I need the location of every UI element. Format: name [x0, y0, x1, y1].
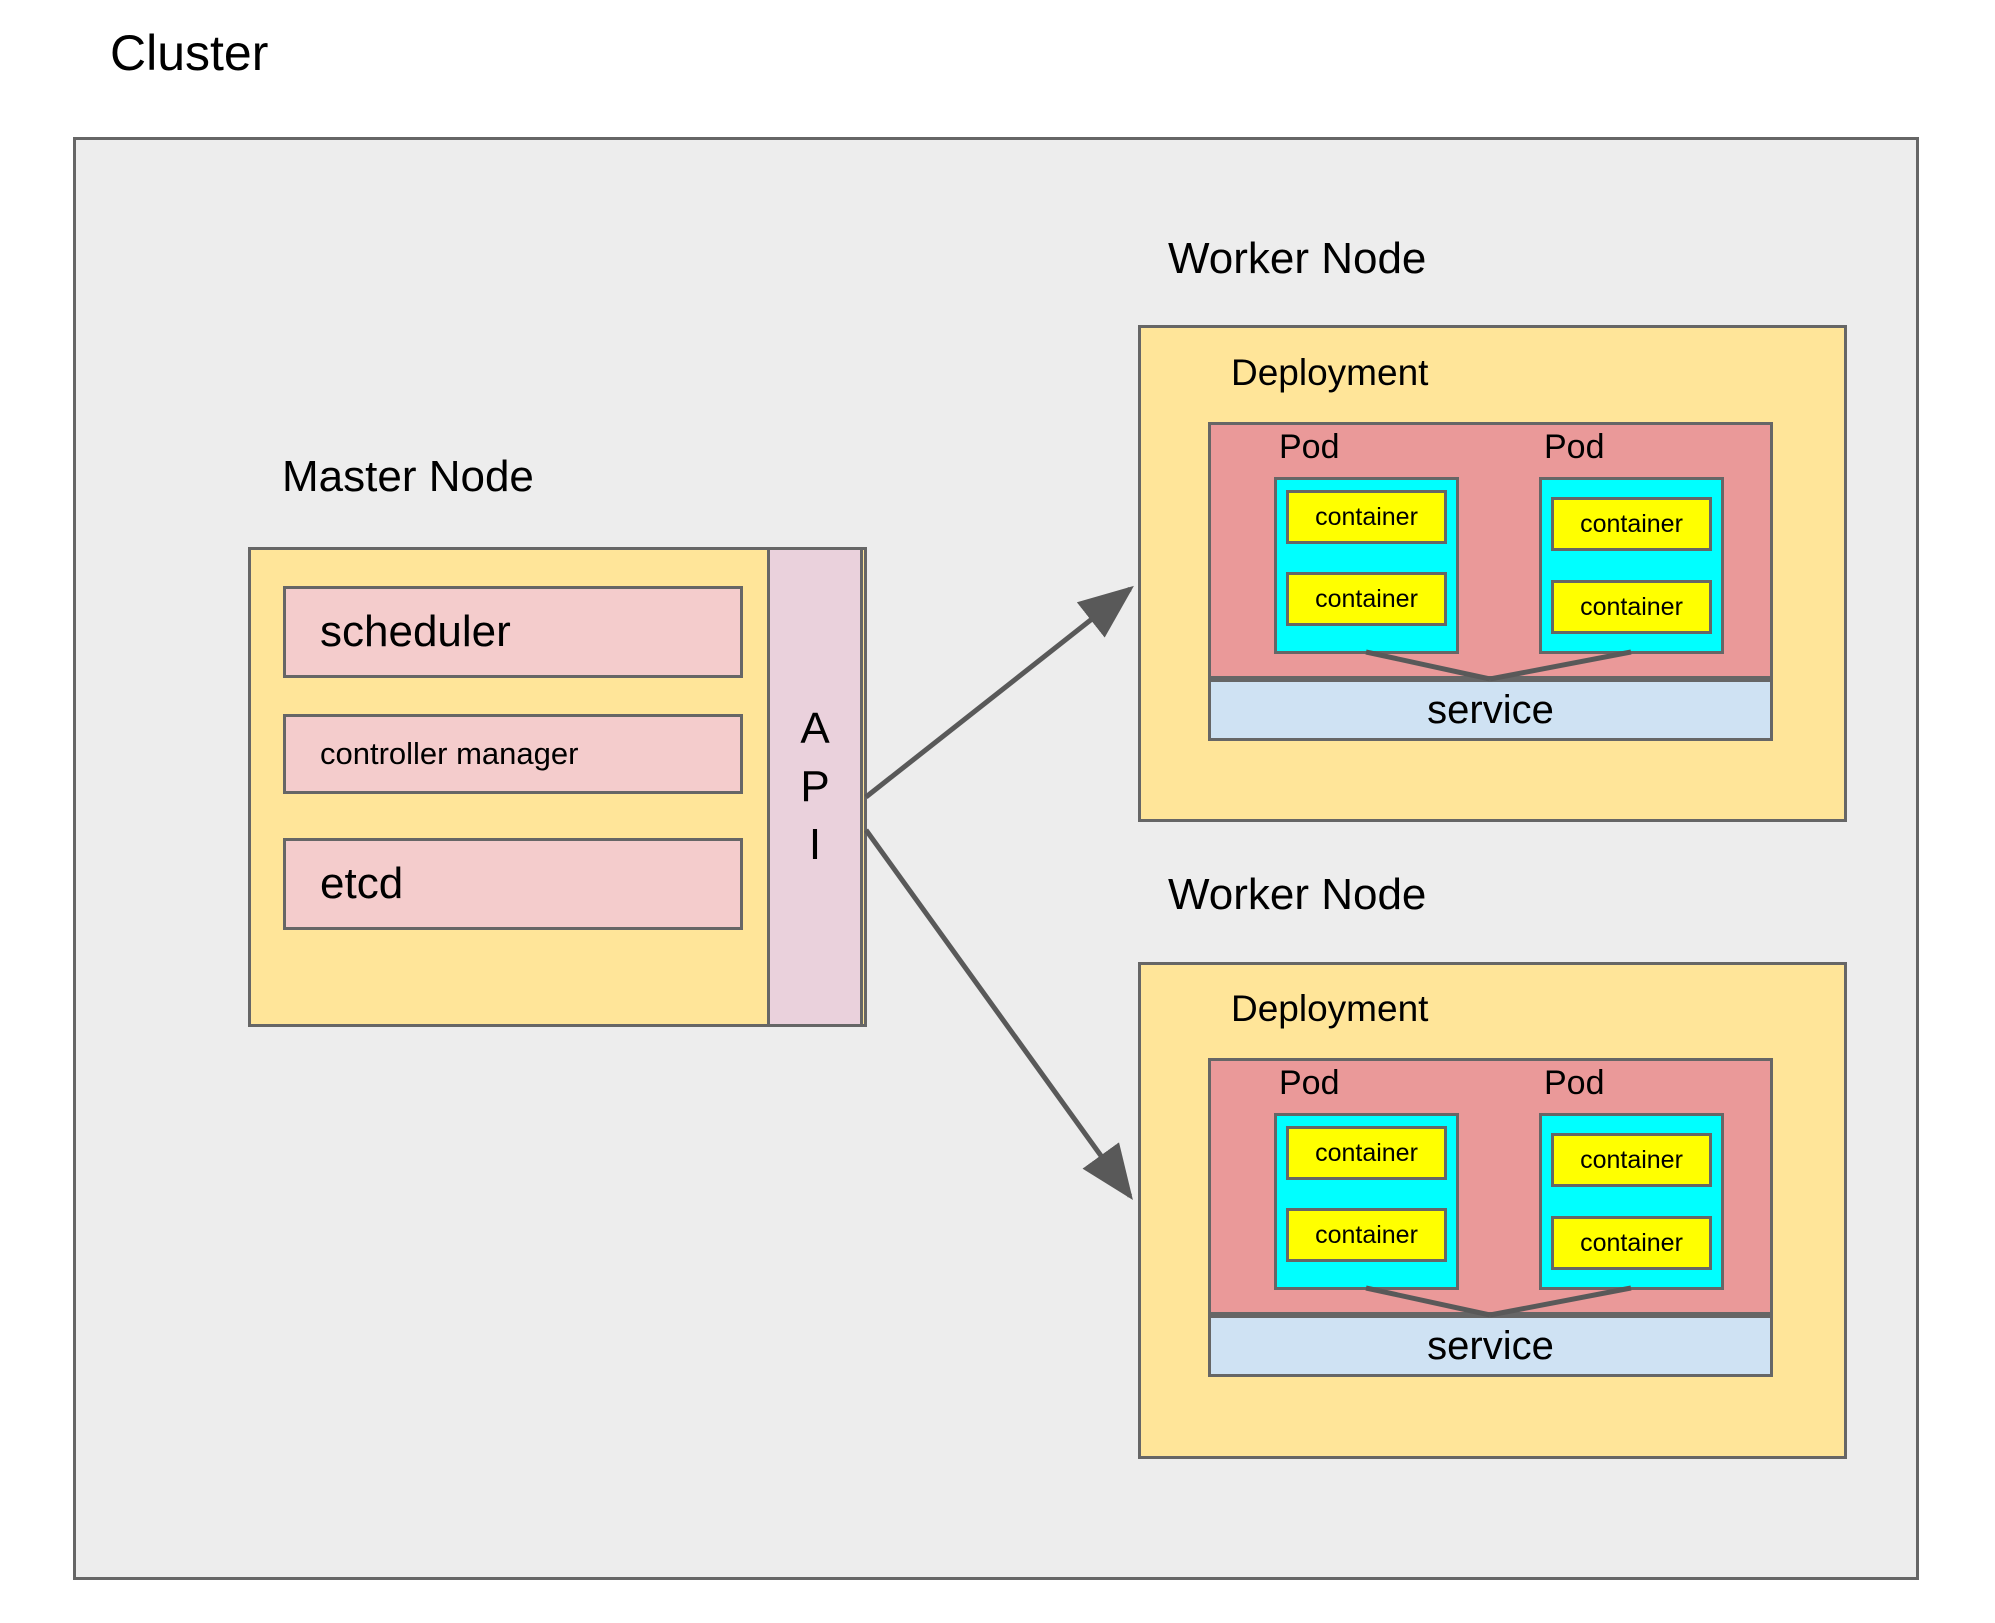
cluster-label: Cluster: [110, 25, 269, 81]
deployment-1-label: Deployment: [1231, 352, 1429, 393]
api-letter-i: I: [808, 820, 822, 870]
worker-2-pod-1-container-2[interactable]: container: [1286, 1208, 1447, 1262]
api-letter-p: P: [800, 761, 830, 811]
worker-node-1-label: Worker Node: [1168, 234, 1427, 283]
master-component-etcd[interactable]: etcd: [283, 838, 743, 930]
worker-2-pod-2-label: Pod: [1544, 1064, 1605, 1102]
worker-1-service-box[interactable]: service: [1208, 679, 1773, 741]
master-component-controller-manager[interactable]: controller manager: [283, 714, 743, 794]
worker-1-pod-2-label: Pod: [1544, 428, 1605, 466]
worker-1-pod-1-label: Pod: [1279, 428, 1340, 466]
worker-1-pod-2-container-1[interactable]: container: [1551, 497, 1712, 551]
worker-1-pod-2-container-2[interactable]: container: [1551, 580, 1712, 634]
master-node-label: Master Node: [282, 452, 534, 501]
worker-1-pod-1-container-1[interactable]: container: [1286, 490, 1447, 544]
api-letter-a: A: [800, 703, 830, 753]
worker-2-pod-2-container-1[interactable]: container: [1551, 1133, 1712, 1187]
worker-2-pod-1-container-1[interactable]: container: [1286, 1126, 1447, 1180]
deployment-2-label: Deployment: [1231, 988, 1429, 1029]
worker-1-pod-1-container-2[interactable]: container: [1286, 572, 1447, 626]
controller-manager-label: controller manager: [320, 736, 579, 771]
worker-2-pod-2-container-2[interactable]: container: [1551, 1216, 1712, 1270]
worker-node-2-label: Worker Node: [1168, 870, 1427, 919]
worker-2-service-box[interactable]: service: [1208, 1315, 1773, 1377]
scheduler-label: scheduler: [320, 607, 511, 656]
master-component-scheduler[interactable]: scheduler: [283, 586, 743, 678]
worker-2-pod-1-label: Pod: [1279, 1064, 1340, 1102]
etcd-label: etcd: [320, 859, 404, 908]
api-server-box[interactable]: A P I: [767, 547, 863, 1027]
